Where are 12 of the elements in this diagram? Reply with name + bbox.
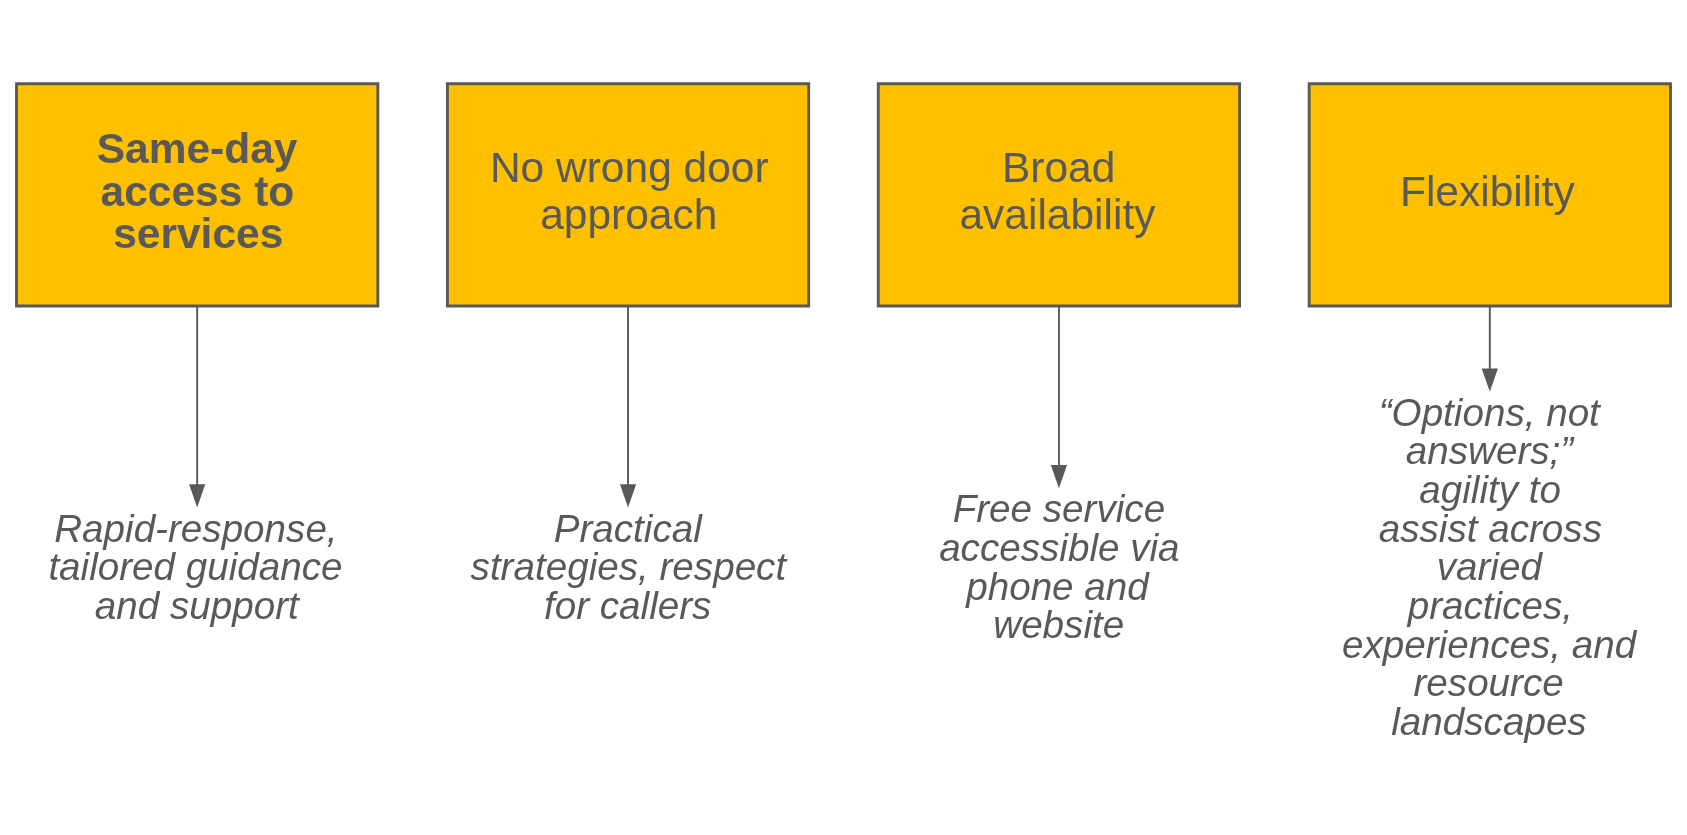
arrow xyxy=(1481,304,1498,392)
node-box: No wrong door approach xyxy=(445,81,811,307)
arrow xyxy=(189,304,206,508)
node-text: Practical strategies, respect for callers xyxy=(470,506,787,627)
arrow xyxy=(1050,304,1068,488)
node-box: Broad availability xyxy=(876,81,1242,307)
node-text: Rapid-response, tailored guidance and support xyxy=(48,506,343,627)
node-box: Same-day access to services xyxy=(15,81,380,307)
node-box: Flexibility xyxy=(1307,81,1672,307)
node-text: “Options, not answers;” agility to assist across varied practices, experiences, and resource landscapes xyxy=(1342,390,1637,743)
node-text: Free service accessible via phone and website xyxy=(939,486,1180,646)
arrow xyxy=(619,304,637,508)
